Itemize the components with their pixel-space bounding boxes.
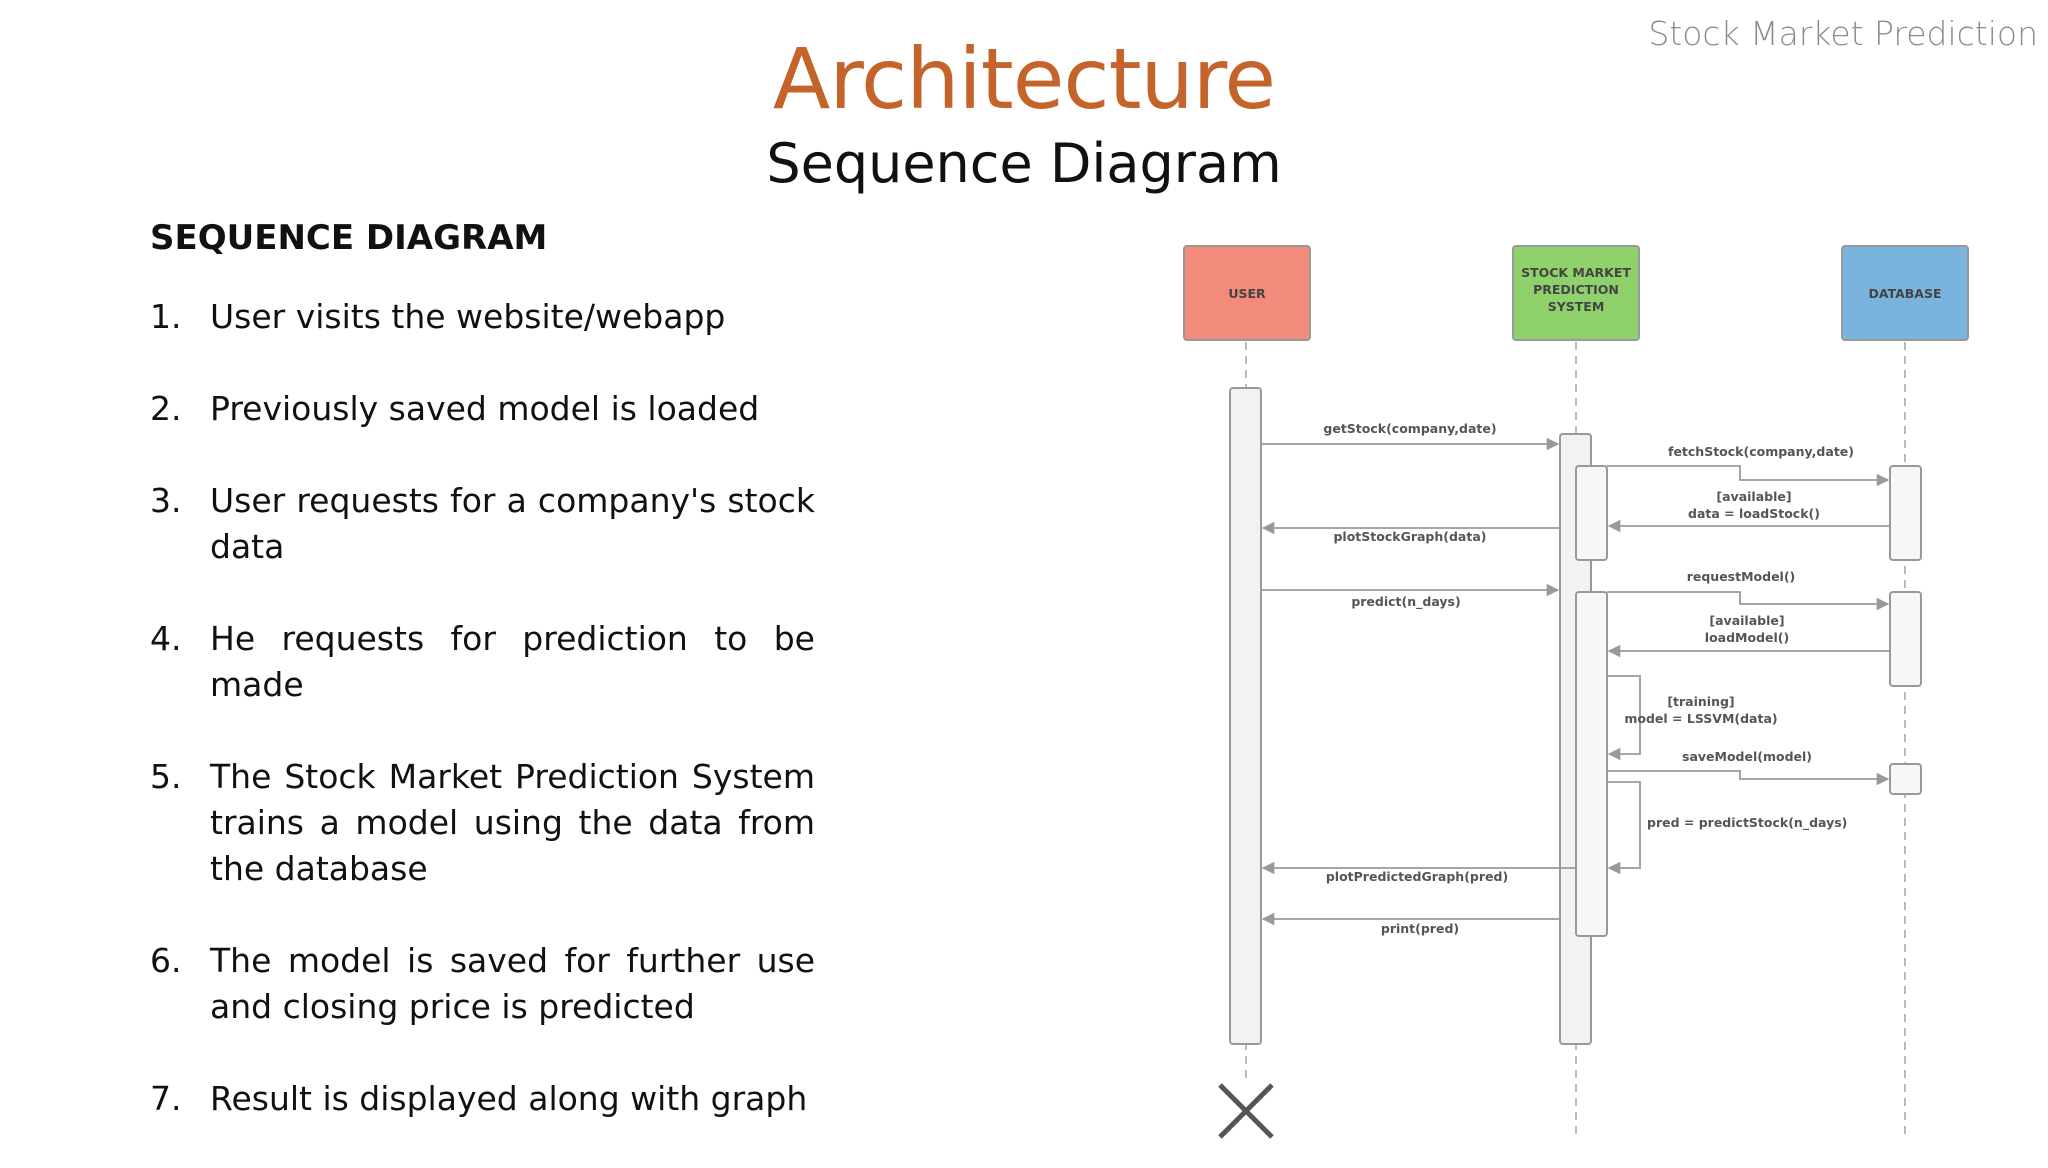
message-save-model-label: saveModel(model)	[1682, 749, 1812, 764]
message-available-1-label: [available]	[1716, 489, 1791, 504]
list-item: 5. The Stock Market Prediction System tra…	[150, 754, 815, 892]
sequence-diagram-svg: USER STOCK MARKET PREDICTION SYSTEM DATA…	[1183, 245, 1969, 1140]
database-activation-model	[1889, 591, 1922, 687]
list-item: 6. The model is saved for further use and…	[150, 938, 815, 1030]
participant-system-label-1: STOCK MARKET	[1521, 265, 1631, 280]
message-predict-label: predict(n_days)	[1351, 594, 1460, 610]
message-available-2-label: [available]	[1709, 613, 1784, 628]
list-item: 4. He requests for prediction to be made	[150, 616, 815, 708]
participant-user: USER	[1183, 245, 1311, 341]
step-text: The model is saved for further use and c…	[210, 941, 815, 1026]
message-get-stock-label: getStock(company,date)	[1323, 421, 1496, 436]
list-item: 3. User requests for a company's stock da…	[150, 478, 815, 570]
participant-database-box	[1841, 245, 1969, 341]
step-text: The Stock Market Prediction System train…	[210, 757, 815, 888]
system-activation-predict	[1575, 591, 1608, 937]
participant-system-box	[1512, 245, 1640, 341]
message-load-model-label: loadModel()	[1705, 630, 1789, 645]
participant-user-box	[1183, 245, 1311, 341]
system-activation-load-stock	[1575, 465, 1608, 561]
step-number: 3.	[150, 481, 182, 520]
step-text: User requests for a company's stock data	[210, 481, 815, 566]
message-predict-stock-self-call: pred = predictStock(n_days)	[1607, 781, 1847, 875]
message-plot-predicted-graph-label: plotPredictedGraph(pred)	[1326, 869, 1508, 884]
list-item: 7. Result is displayed along with graph	[150, 1076, 815, 1122]
database-activation-save	[1889, 763, 1922, 795]
participant-system-label-3: SYSTEM	[1548, 299, 1605, 314]
step-text: He requests for prediction to be made	[210, 619, 815, 704]
step-text: Result is displayed along with graph	[210, 1079, 808, 1118]
message-fetch-stock-label: fetchStock(company,date)	[1668, 444, 1854, 459]
step-number: 1.	[150, 297, 182, 336]
message-plot-predicted-graph: plotPredictedGraph(pred)	[1261, 861, 1576, 884]
message-plot-stock-graph: plotStockGraph(data)	[1261, 521, 1560, 544]
user-activation	[1229, 387, 1262, 1045]
message-load-stock-label: data = loadStock()	[1688, 506, 1820, 521]
step-number: 6.	[150, 941, 182, 980]
step-number: 2.	[150, 389, 182, 428]
participant-system-label-2: PREDICTION	[1533, 282, 1619, 297]
step-number: 5.	[150, 757, 182, 796]
participant-user-label: USER	[1228, 286, 1266, 301]
message-print-pred-label: print(pred)	[1381, 921, 1459, 936]
message-fetch-stock: fetchStock(company,date)	[1607, 444, 1890, 487]
presentation-corner-title: Stock Market Prediction	[1648, 14, 2038, 53]
participant-database-label: DATABASE	[1868, 286, 1941, 301]
slide-subtitle: Sequence Diagram	[766, 132, 1282, 195]
message-request-model: requestModel()	[1607, 569, 1890, 611]
message-get-stock: getStock(company,date)	[1261, 421, 1560, 451]
list-item: 1. User visits the website/webapp	[150, 294, 815, 340]
message-fetch-stock-arrow	[1607, 465, 1890, 487]
message-training-label: [training]	[1667, 694, 1734, 709]
message-load-stock: [available] data = loadStock()	[1607, 489, 1890, 533]
message-predict-stock-self-call-arrow	[1607, 781, 1641, 875]
message-print-pred: print(pred)	[1261, 912, 1560, 936]
participant-system: STOCK MARKET PREDICTION SYSTEM	[1512, 245, 1640, 341]
section-heading: SEQUENCE DIAGRAM	[150, 218, 548, 258]
participant-database: DATABASE	[1841, 245, 1969, 341]
steps-list: 1. User visits the website/webapp 2. Previ…	[150, 294, 815, 1122]
slide-title: Architecture	[772, 30, 1276, 128]
step-number: 4.	[150, 619, 182, 658]
message-predict: predict(n_days)	[1261, 583, 1560, 610]
message-model-lssvm-label: model = LSSVM(data)	[1624, 711, 1777, 726]
database-activation-stock	[1889, 465, 1922, 561]
sequence-description-panel: SEQUENCE DIAGRAM 1. User visits the websi…	[150, 218, 815, 1168]
sequence-diagram: USER STOCK MARKET PREDICTION SYSTEM DATA…	[1180, 230, 2000, 1150]
message-request-model-label: requestModel()	[1687, 569, 1796, 584]
step-number: 7.	[150, 1079, 182, 1118]
message-training-self-call-arrow	[1607, 675, 1641, 761]
message-save-model-arrow	[1607, 770, 1890, 786]
message-pred-label: pred = predictStock(n_days)	[1647, 815, 1847, 831]
user-destroy-icon	[1218, 1083, 1274, 1139]
message-save-model: saveModel(model)	[1607, 749, 1890, 786]
list-item: 2. Previously saved model is loaded	[150, 386, 815, 432]
message-request-model-arrow	[1607, 591, 1890, 611]
message-training-self-call: [training] model = LSSVM(data)	[1607, 675, 1778, 761]
step-text: User visits the website/webapp	[210, 297, 726, 336]
step-text: Previously saved model is loaded	[210, 389, 760, 428]
message-plot-stock-graph-label: plotStockGraph(data)	[1333, 529, 1486, 544]
message-load-model: [available] loadModel()	[1607, 613, 1890, 658]
